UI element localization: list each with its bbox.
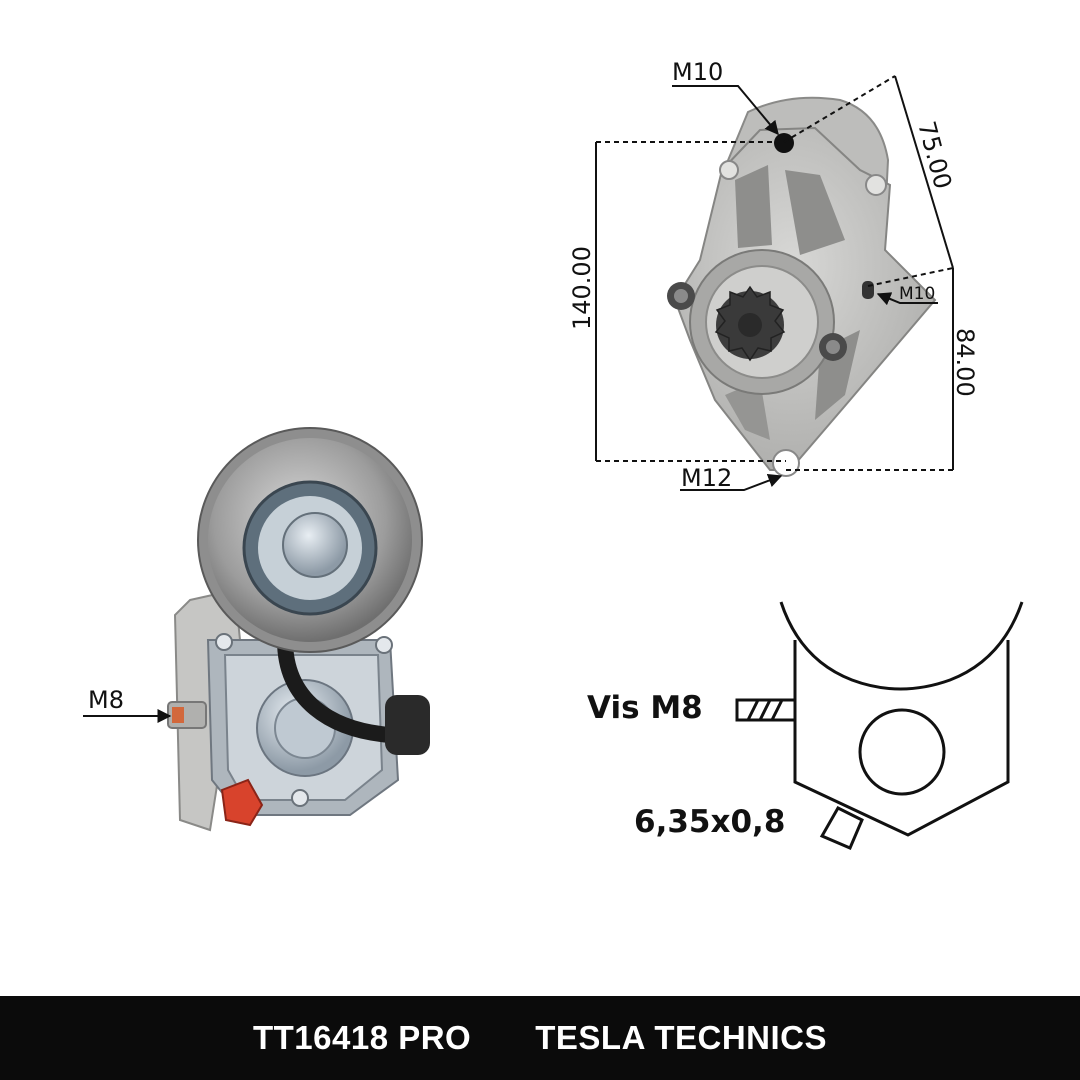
pinion-gear <box>714 285 786 362</box>
starter-rear-view <box>167 427 430 832</box>
m10-side-hole <box>862 281 874 299</box>
label-tab-size: 6,35x0,8 <box>634 804 785 840</box>
footer-bar: TT16418 PRO TESLA TECHNICS <box>0 996 1080 1080</box>
part-number: TT16418 PRO <box>252 1019 472 1056</box>
label-m10-top: M10 <box>672 58 723 86</box>
label-m12: M12 <box>681 464 732 492</box>
label-m10-side: M10 <box>899 284 935 304</box>
label-m8: M8 <box>88 686 124 714</box>
brand-name: TESLA TECHNICS <box>535 1019 828 1056</box>
starter-front-view <box>667 96 937 477</box>
dim-140: 140.00 <box>568 246 596 330</box>
label-vis-m8: Vis M8 <box>587 690 703 726</box>
m10-top-hole <box>774 133 794 153</box>
terminal-schematic <box>735 601 1024 850</box>
m12-bottom-hole <box>772 449 800 477</box>
leader-arrows <box>672 85 938 491</box>
dimension-lines <box>595 75 954 471</box>
dim-84: 84.00 <box>951 328 979 397</box>
